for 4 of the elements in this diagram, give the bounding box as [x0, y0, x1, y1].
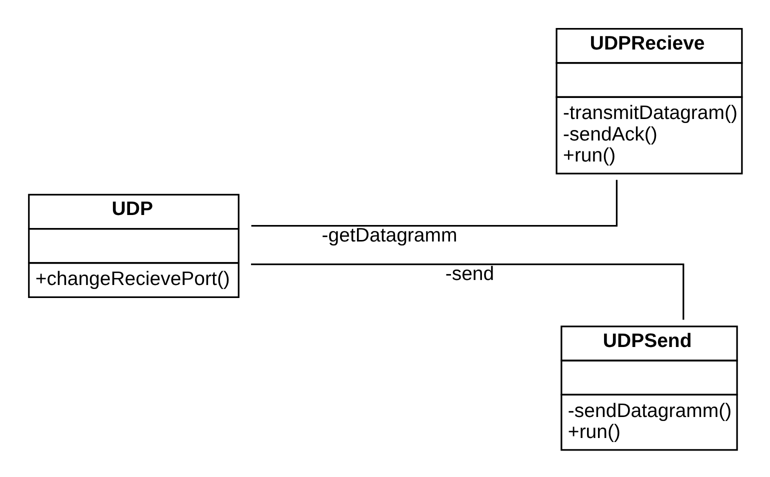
- connector: [251, 179, 618, 226]
- edge-label: -send: [445, 262, 494, 284]
- connector: [251, 263, 684, 320]
- edge-label: -getDatagramm: [322, 224, 458, 246]
